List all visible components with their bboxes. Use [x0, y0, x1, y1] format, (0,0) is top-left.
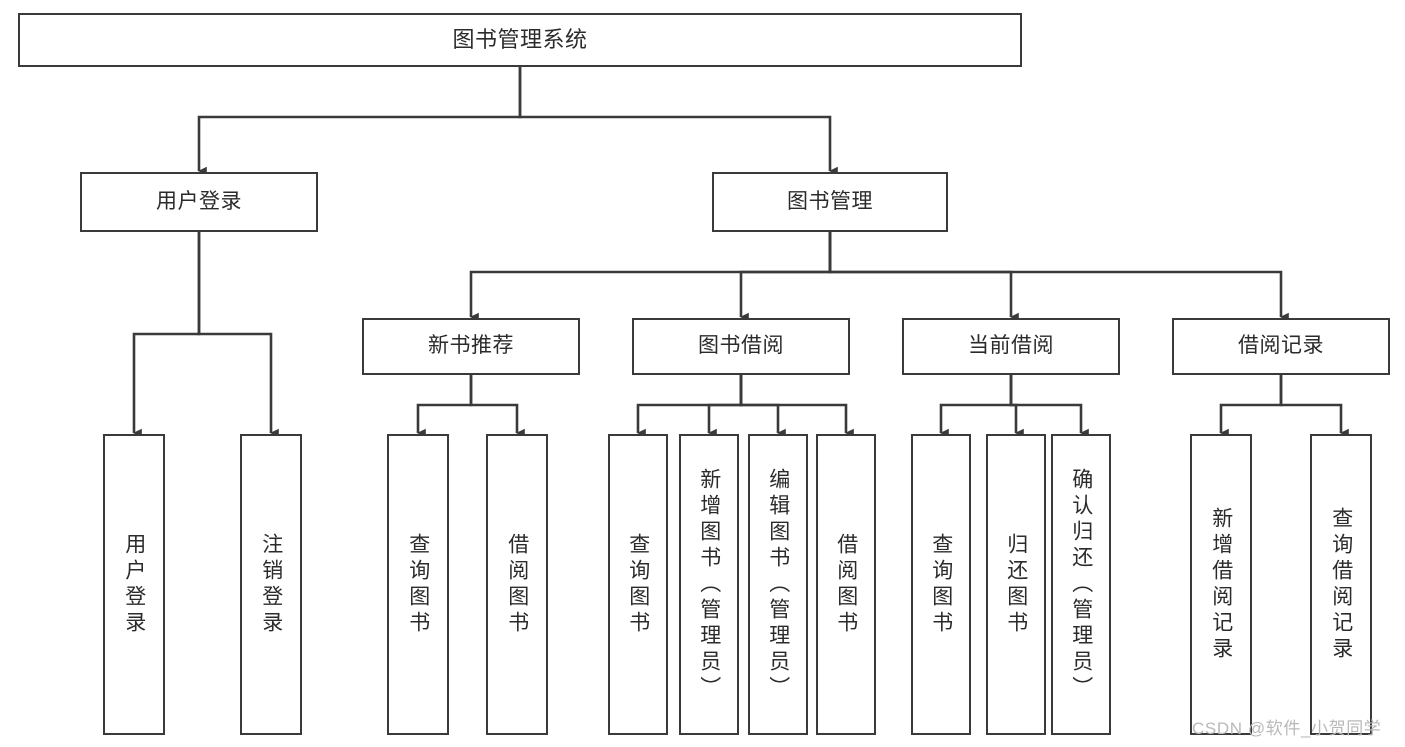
node-root[interactable]: 图书管理系统 [18, 13, 1022, 67]
node-l_logout[interactable]: 注销登录 [240, 434, 302, 735]
edge-root-to-bookmgmt [518, 67, 838, 176]
node-bookmgmt[interactable]: 图书管理 [712, 172, 948, 232]
edge-bookmgmt-to-current [828, 232, 1019, 322]
edge-records-to-r_add [1219, 375, 1283, 438]
edge-borrow-to-b_edit [739, 375, 786, 438]
edge-borrow-to-b_query [636, 375, 743, 438]
node-label: 当前借阅 [968, 334, 1054, 358]
node-borrow[interactable]: 图书借阅 [632, 318, 850, 375]
node-c_return[interactable]: 归还图书 [986, 434, 1046, 735]
node-r_query[interactable]: 查询借阅记录 [1310, 434, 1372, 735]
edge-bookmgmt-to-newbook [469, 232, 832, 322]
node-label: 用户登录 [122, 532, 146, 637]
node-records[interactable]: 借阅记录 [1172, 318, 1390, 375]
edge-current-to-c_query [939, 375, 1013, 438]
edge-bookmgmt-to-borrow [739, 232, 832, 322]
node-label: 图书借阅 [698, 334, 784, 358]
node-label: 编辑图书（管理员） [766, 467, 790, 702]
node-label: 查询图书 [626, 532, 650, 637]
node-label: 新书推荐 [428, 334, 514, 358]
node-c_query[interactable]: 查询图书 [911, 434, 971, 735]
node-b_add[interactable]: 新增图书（管理员） [679, 434, 739, 735]
node-l_login[interactable]: 用户登录 [103, 434, 165, 735]
node-label: 新增借阅记录 [1209, 506, 1233, 663]
edge-newbook-to-n_borrow [469, 375, 525, 438]
node-label: 借阅图书 [834, 532, 858, 637]
edge-records-to-r_query [1279, 375, 1349, 438]
node-label: 用户登录 [156, 189, 242, 213]
csdn-watermark: CSDN @软件_小贺同学 [1192, 719, 1382, 738]
edge-newbook-to-n_query [416, 375, 473, 438]
node-label: 注销登录 [259, 532, 283, 637]
node-b_edit[interactable]: 编辑图书（管理员） [748, 434, 808, 735]
edge-login-to-l_login [132, 232, 201, 438]
node-label: 借阅记录 [1238, 334, 1324, 358]
node-label: 归还图书 [1004, 532, 1028, 637]
node-b_query[interactable]: 查询图书 [608, 434, 668, 735]
edge-borrow-to-b_add [707, 375, 743, 438]
node-label: 确认归还（管理员） [1069, 467, 1093, 702]
node-r_add[interactable]: 新增借阅记录 [1190, 434, 1252, 735]
node-label: 查询图书 [929, 532, 953, 637]
node-c_confirm[interactable]: 确认归还（管理员） [1051, 434, 1111, 735]
node-n_query[interactable]: 查询图书 [387, 434, 449, 735]
node-label: 借阅图书 [505, 532, 529, 637]
node-label: 图书管理系统 [452, 27, 588, 53]
node-n_borrow[interactable]: 借阅图书 [486, 434, 548, 735]
edge-login-to-l_logout [197, 232, 279, 438]
edge-bookmgmt-to-records [828, 232, 1289, 322]
edge-root-to-login [197, 67, 522, 176]
node-label: 查询借阅记录 [1329, 506, 1353, 663]
edge-borrow-to-b_borrow [739, 375, 854, 438]
node-current[interactable]: 当前借阅 [902, 318, 1120, 375]
node-b_borrow[interactable]: 借阅图书 [816, 434, 876, 735]
node-newbook[interactable]: 新书推荐 [362, 318, 580, 375]
node-login[interactable]: 用户登录 [80, 172, 318, 232]
node-label: 查询图书 [406, 532, 430, 637]
node-label: 图书管理 [787, 189, 873, 213]
edge-current-to-c_return [1009, 375, 1024, 438]
node-label: 新增图书（管理员） [697, 467, 721, 702]
edge-current-to-c_confirm [1009, 375, 1089, 438]
